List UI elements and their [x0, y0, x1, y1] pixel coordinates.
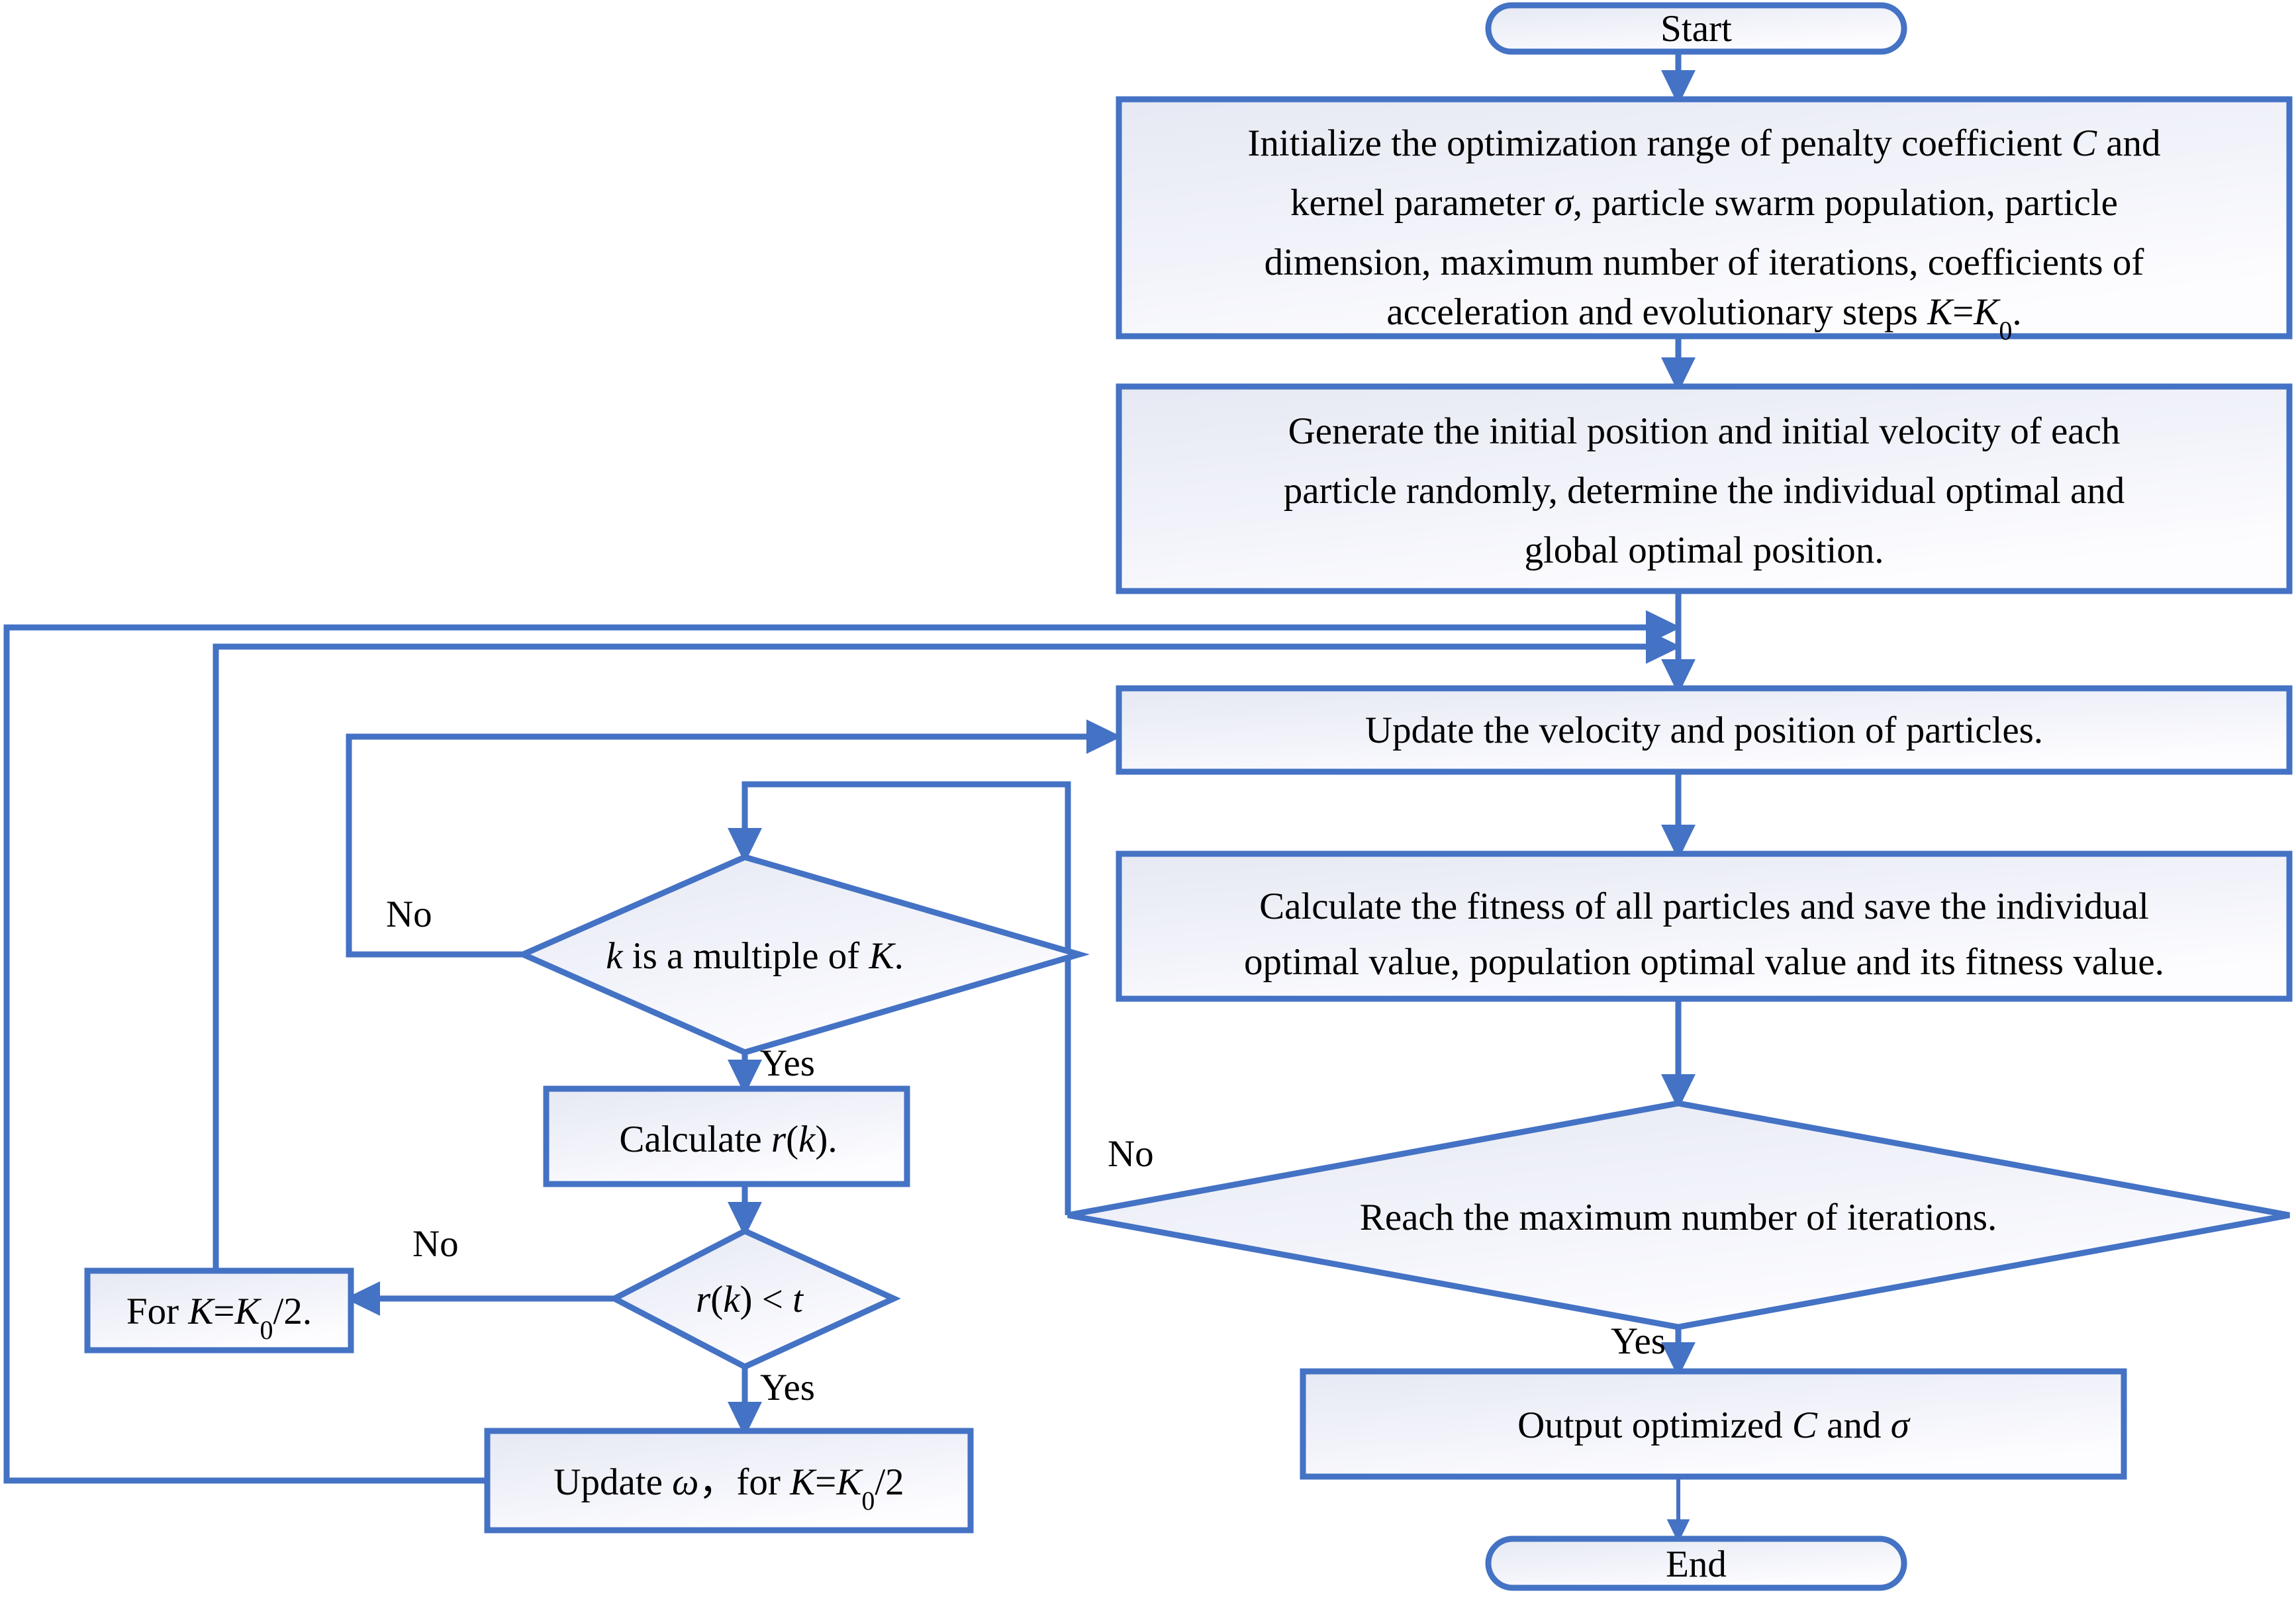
generate-line-1: Generate the initial position and initia… [1288, 410, 2121, 452]
calculate-fitness-line-2: optimal value, population optimal value … [1244, 941, 2164, 983]
generate-shape [1116, 383, 2293, 594]
rk-decision-shape [608, 1228, 901, 1371]
generate-line-2: particle randomly, determine the individ… [1284, 470, 2125, 512]
label-rk-yes: Yes [760, 1367, 815, 1408]
node-update-velocity[interactable]: Update the velocity and position of part… [1116, 685, 2293, 775]
update-velocity-label: Update the velocity and position of part… [1365, 710, 2043, 751]
output-shape [1300, 1368, 2127, 1480]
connectors [3, 50, 1696, 1543]
initialize-line-3: dimension, maximum number of iterations,… [1265, 242, 2144, 283]
node-end[interactable]: End [1485, 1536, 1907, 1591]
update-omega-shape [484, 1428, 974, 1534]
for-k-shape [84, 1267, 354, 1353]
node-update-omega[interactable]: Update ω，for K=K0/2 [484, 1428, 974, 1534]
calculate-rk-shape [543, 1085, 910, 1187]
label-k-multiple-no: No [386, 894, 432, 935]
edge-reach-max-no-to-k-decision [727, 781, 1071, 1215]
node-start[interactable]: Start [1485, 2, 1907, 55]
label-k-multiple-yes: Yes [760, 1042, 815, 1084]
k-multiple-shape [515, 854, 1090, 1056]
edge-update-omega-loopback [3, 610, 1682, 1484]
calculate-fitness-shape [1116, 850, 2293, 1002]
initialize-line-2: kernel parameter σ, particle swarm popul… [1290, 182, 2118, 224]
calculate-fitness-line-1: Calculate the fitness of all particles a… [1259, 886, 2149, 927]
reach-max-shape [1067, 1100, 2290, 1330]
node-reach-max-decision[interactable]: Reach the maximum number of iterations. [1067, 1100, 2290, 1330]
start-label: Start [1660, 8, 1732, 50]
node-initialize[interactable]: Initialize the optimization range of pen… [1116, 96, 2293, 345]
initialize-shape [1116, 96, 2293, 340]
initialize-line-1: Initialize the optimization range of pen… [1247, 122, 2160, 164]
generate-line-3: global optimal position. [1524, 529, 1884, 571]
node-generate[interactable]: Generate the initial position and initia… [1116, 383, 2293, 594]
calculate-rk-label: Calculate r(k). [619, 1119, 837, 1160]
label-rk-no: No [412, 1223, 459, 1265]
edge-labels: No Yes No Yes No Yes [386, 894, 1666, 1408]
node-k-multiple-decision[interactable]: k is a multiple of K. [515, 854, 1090, 1056]
label-reach-max-yes: Yes [1611, 1320, 1666, 1362]
reach-max-label: Reach the maximum number of iterations. [1360, 1197, 1997, 1238]
k-multiple-label: k is a multiple of K. [606, 935, 904, 977]
update-velocity-shape [1116, 685, 2293, 775]
node-output[interactable]: Output optimized C and σ [1300, 1368, 2127, 1480]
node-calculate-rk[interactable]: Calculate r(k). [543, 1085, 910, 1187]
node-calculate-fitness[interactable]: Calculate the fitness of all particles a… [1116, 850, 2293, 1002]
end-label: End [1666, 1543, 1727, 1585]
output-label: Output optimized C and σ [1517, 1404, 1911, 1446]
node-rk-decision[interactable]: r(k) < t [608, 1228, 901, 1371]
start-shape [1485, 2, 1907, 55]
label-reach-max-no: No [1108, 1133, 1154, 1175]
rk-decision-label: r(k) < t [696, 1279, 804, 1320]
end-shape [1485, 1536, 1907, 1591]
edge-k-decision-no-to-update-velocity [346, 719, 1122, 958]
node-for-k[interactable]: For K=K0/2. [84, 1267, 354, 1353]
edge-for-k-loopback [213, 629, 1682, 1271]
